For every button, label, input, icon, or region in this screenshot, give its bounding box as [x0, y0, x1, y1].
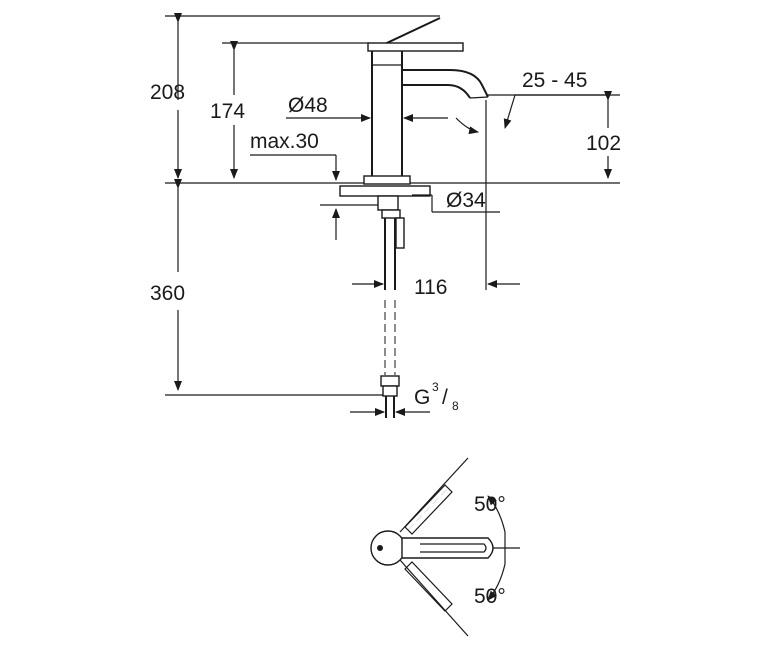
- height-total-label: 208: [150, 81, 185, 104]
- projection-label: 116: [414, 276, 447, 299]
- connection-denominator-label: 8: [452, 399, 459, 413]
- spout-height-label: 102: [586, 132, 621, 155]
- faucet-body: [363, 17, 489, 185]
- connection-thread-label: G 3 / 8: [414, 380, 459, 413]
- connection-base-label: G: [414, 386, 430, 409]
- angle-label: 25 - 45: [522, 69, 587, 92]
- mounting-assembly: [339, 185, 431, 418]
- height-outlet-label: 174: [210, 100, 245, 123]
- angle-upper-label: 50°: [474, 493, 506, 516]
- max-deck-label: max.30: [250, 130, 319, 153]
- top-view: 50° 50°: [370, 457, 520, 637]
- body-diameter-label: Ø48: [288, 94, 328, 117]
- side-view: 208 174 Ø48 max.30 25 - 45 102 Ø34 360 1…: [150, 13, 621, 418]
- hose-length-label: 360: [150, 282, 185, 305]
- hole-diameter-label: Ø34: [446, 189, 486, 212]
- connection-numerator-label: 3: [432, 380, 439, 394]
- connection-slash: /: [442, 386, 448, 409]
- dimension-lines: [174, 13, 612, 416]
- angle-lower-label: 50°: [474, 585, 506, 608]
